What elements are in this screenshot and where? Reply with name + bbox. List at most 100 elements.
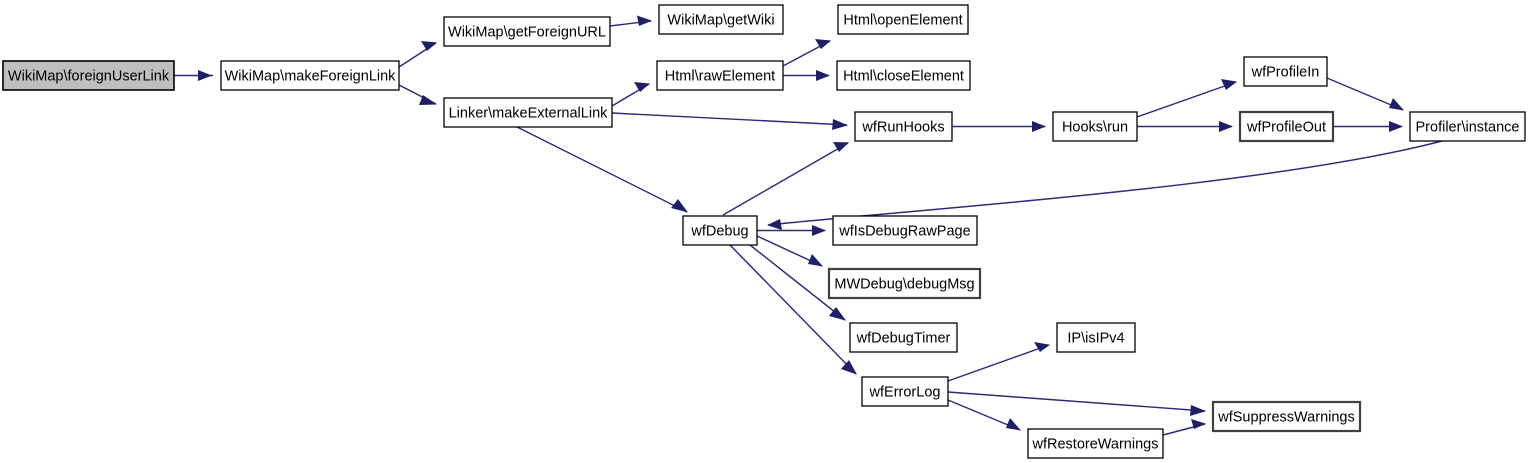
node-makeForeignLink[interactable]: WikiMap\makeForeignLink (220, 60, 400, 91)
node-box[interactable] (832, 215, 978, 246)
node-wfRunHooks[interactable]: wfRunHooks (854, 111, 953, 142)
edge-hooksRun-to-wfProfileIn (1136, 79, 1237, 118)
node-wfDebugTimer[interactable]: wfDebugTimer (849, 322, 958, 353)
arrowhead-icon (767, 219, 782, 230)
node-box[interactable] (443, 16, 611, 47)
edge-makeExternalLink-to-rawElement (611, 82, 650, 107)
node-box[interactable] (854, 111, 953, 142)
edge-wfDebug-to-wfRunHooks (722, 142, 849, 216)
edge-makeExternalLink-to-wfRunHooks (611, 112, 848, 130)
edge-rawElement-to-closeElement (783, 70, 830, 81)
node-openElement[interactable]: Html\openElement (837, 4, 969, 35)
node-wfDebug[interactable]: wfDebug (682, 215, 758, 246)
node-wfProfileIn[interactable]: wfProfileIn (1243, 56, 1328, 87)
node-box[interactable] (1409, 111, 1526, 142)
arrowhead-icon (198, 70, 212, 81)
arrowhead-icon (1032, 121, 1046, 132)
arrowhead-icon (816, 70, 830, 81)
node-closeElement[interactable]: Html\closeElement (836, 60, 971, 91)
edge-getForeignURL-to-getWiki (609, 15, 652, 27)
arrowhead-icon (637, 15, 652, 26)
edge-wfErrorLog-to-isIPv4 (947, 342, 1050, 382)
arrowhead-icon (829, 307, 846, 321)
node-wfIsDebugRawPage[interactable]: wfIsDebugRawPage (832, 215, 978, 246)
edge-wfRestoreWarnings-to-wfSuppressWarnings (1162, 419, 1206, 436)
edge-wfDebug-to-debugMsg (756, 235, 823, 267)
edge-rawElement-to-openElement (782, 39, 831, 67)
node-box[interactable] (220, 60, 400, 91)
edge-line (722, 142, 849, 216)
node-hooksRun[interactable]: Hooks\run (1052, 111, 1138, 142)
arrowhead-icon (832, 119, 848, 130)
edge-line (767, 140, 1443, 226)
edge-makeForeignLink-to-makeExternalLink (398, 84, 437, 105)
arrowhead-icon (671, 199, 688, 213)
node-rawElement[interactable]: Html\rawElement (656, 60, 784, 91)
edge-wfProfileIn-to-profilerInstance (1326, 77, 1404, 111)
edge-makeForeignLink-to-getForeignURL (398, 41, 437, 68)
arrowhead-icon (1006, 418, 1021, 431)
arrowhead-icon (1191, 419, 1206, 429)
node-box[interactable] (827, 267, 982, 300)
edge-wfDebug-to-wfErrorLog (729, 244, 857, 375)
node-wfSuppressWarnings[interactable]: wfSuppressWarnings (1211, 400, 1362, 433)
node-getWiki[interactable]: WikiMap\getWiki (658, 4, 784, 35)
edge-line (947, 344, 1050, 382)
node-box[interactable] (837, 4, 969, 35)
arrowhead-icon (1219, 121, 1233, 132)
edge-foreignUserLink-to-makeForeignLink (174, 70, 213, 81)
edge-wfDebug-to-wfDebugTimer (749, 244, 846, 321)
arrowhead-icon (1221, 79, 1237, 90)
node-box[interactable] (1052, 111, 1138, 142)
node-box[interactable] (1211, 400, 1362, 433)
arrowhead-icon (815, 39, 831, 49)
arrowhead-icon (812, 225, 826, 236)
node-debugMsg[interactable]: MWDebug\debugMsg (827, 267, 982, 300)
edge-line (947, 391, 1206, 412)
node-box[interactable] (2, 60, 175, 91)
node-wfRestoreWarnings[interactable]: wfRestoreWarnings (1027, 428, 1164, 459)
node-box[interactable] (1243, 56, 1328, 87)
arrowhead-icon (841, 360, 857, 375)
edge-wfDebug-to-wfIsDebugRawPage (757, 225, 826, 236)
arrowhead-icon (1389, 121, 1403, 132)
arrowhead-icon (419, 95, 437, 105)
edge-wfProfileOut-to-profilerInstance (1333, 121, 1403, 132)
edge-line (516, 126, 688, 213)
node-box[interactable] (836, 60, 971, 91)
edge-makeExternalLink-to-wfDebug (516, 126, 688, 213)
edge-line (1136, 81, 1237, 118)
node-profilerInstance[interactable]: Profiler\instance (1409, 111, 1526, 142)
nodes-layer: WikiMap\foreignUserLink WikiMap\makeForei… (2, 4, 1526, 459)
edge-wfErrorLog-to-wfRestoreWarnings (947, 399, 1021, 431)
node-box[interactable] (682, 215, 758, 246)
edge-line (729, 244, 857, 375)
node-foreignUserLink[interactable]: WikiMap\foreignUserLink (2, 60, 175, 91)
node-makeExternalLink[interactable]: Linker\makeExternalLink (443, 97, 613, 128)
node-getForeignURL[interactable]: WikiMap\getForeignURL (443, 16, 611, 47)
node-wfProfileOut[interactable]: wfProfileOut (1238, 110, 1335, 143)
node-box[interactable] (443, 97, 613, 128)
node-isIPv4[interactable]: IP\isIPv4 (1056, 322, 1136, 353)
node-box[interactable] (1027, 428, 1164, 459)
arrowhead-icon (808, 254, 823, 267)
edge-line (749, 244, 846, 321)
arrowhead-icon (833, 142, 849, 152)
edge-hooksRun-to-wfProfileOut (1137, 121, 1233, 132)
node-box[interactable] (658, 4, 784, 35)
arrowhead-icon (1190, 405, 1206, 416)
arrowhead-icon (421, 41, 437, 51)
node-wfErrorLog[interactable]: wfErrorLog (861, 376, 949, 407)
node-box[interactable] (861, 376, 949, 407)
edge-wfErrorLog-to-wfSuppressWarnings (947, 391, 1206, 416)
edges-layer (174, 15, 1443, 436)
node-box[interactable] (1056, 322, 1136, 353)
node-box[interactable] (656, 60, 784, 91)
arrowhead-icon (1389, 98, 1404, 111)
edge-line (611, 112, 848, 126)
node-box[interactable] (849, 322, 958, 353)
arrowhead-icon (1034, 342, 1050, 352)
node-box[interactable] (1238, 110, 1335, 143)
